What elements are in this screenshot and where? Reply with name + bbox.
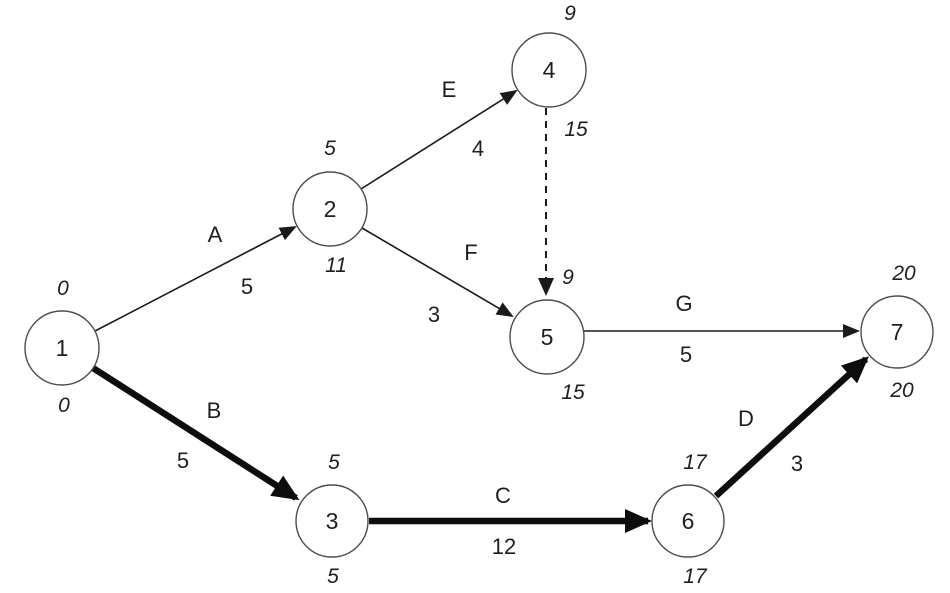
node-7: 7 20 20: [860, 262, 934, 402]
edge-c-duration-label: 12: [492, 534, 516, 559]
node-4-label: 4: [543, 57, 556, 83]
node-1-label: 1: [56, 335, 69, 361]
node-5: 5 9 15: [509, 266, 585, 404]
node-7-early-time: 20: [891, 262, 916, 285]
node-5-early-time: 9: [562, 266, 574, 289]
node-7-circle: [860, 295, 934, 369]
edge-g-duration-label: 5: [680, 342, 692, 367]
edge-b-activity-label: B: [207, 398, 222, 423]
node-6-label: 6: [682, 508, 695, 534]
edge-d-labels: D 3: [738, 406, 803, 476]
node-2-late-time: 11: [325, 254, 347, 277]
node-1-early-time: 0: [57, 277, 69, 300]
node-3-circle: [295, 484, 369, 558]
node-6-circle: [651, 484, 725, 558]
node-6: 6 17 17: [651, 451, 725, 588]
edge-c-activity-label: C: [495, 483, 511, 508]
edge-f-labels: F 3: [428, 240, 478, 327]
node-1-late-time: 0: [58, 394, 70, 417]
edge-f-duration-label: 3: [428, 302, 440, 327]
node-2: 2 5 11: [292, 137, 368, 277]
node-6-early-time: 17: [683, 451, 708, 474]
edge-d-arrow: [713, 356, 869, 499]
edge-g-activity-label: G: [675, 291, 692, 316]
node-2-label: 2: [324, 196, 337, 222]
node-3-label: 3: [326, 508, 339, 534]
node-4-circle: [511, 32, 587, 108]
edge-b-arrow: [91, 365, 300, 501]
node-4-late-time: 15: [564, 118, 588, 141]
edge-g-labels: G 5: [675, 291, 692, 367]
node-7-late-time: 20: [889, 379, 914, 402]
edge-e-duration-label: 4: [472, 136, 484, 161]
edge-f-arrow: [361, 227, 514, 318]
edge-b-labels: B 5: [177, 398, 221, 473]
node-4-early-time: 9: [564, 2, 576, 25]
edge-d-activity-label: D: [738, 406, 754, 431]
node-5-late-time: 15: [561, 381, 585, 404]
node-3-late-time: 5: [327, 565, 339, 588]
edge-a-activity-label: A: [208, 222, 223, 247]
edge-c-labels: C 12: [492, 483, 516, 559]
node-1: 1 0 0: [24, 277, 100, 417]
node-3: 3 5 5: [295, 451, 369, 588]
edge-e-labels: E 4: [442, 77, 484, 161]
node-3-early-time: 5: [328, 451, 340, 474]
node-6-late-time: 17: [683, 565, 708, 588]
edge-d-duration-label: 3: [791, 451, 803, 476]
node-5-circle: [509, 299, 585, 375]
edge-b-duration-label: 5: [177, 448, 189, 473]
edge-f-activity-label: F: [464, 240, 477, 265]
node-1-circle: [24, 310, 100, 386]
node-7-label: 7: [891, 319, 904, 345]
node-5-label: 5: [541, 324, 554, 350]
node-2-early-time: 5: [324, 137, 336, 160]
edge-a-duration-label: 5: [241, 274, 253, 299]
edge-a-arrow: [94, 226, 297, 332]
edge-e-activity-label: E: [442, 77, 457, 102]
edge-a-labels: A 5: [208, 222, 253, 299]
node-4: 4 9 15: [511, 2, 588, 141]
node-2-circle: [292, 171, 368, 247]
edge-e-arrow: [360, 89, 518, 190]
